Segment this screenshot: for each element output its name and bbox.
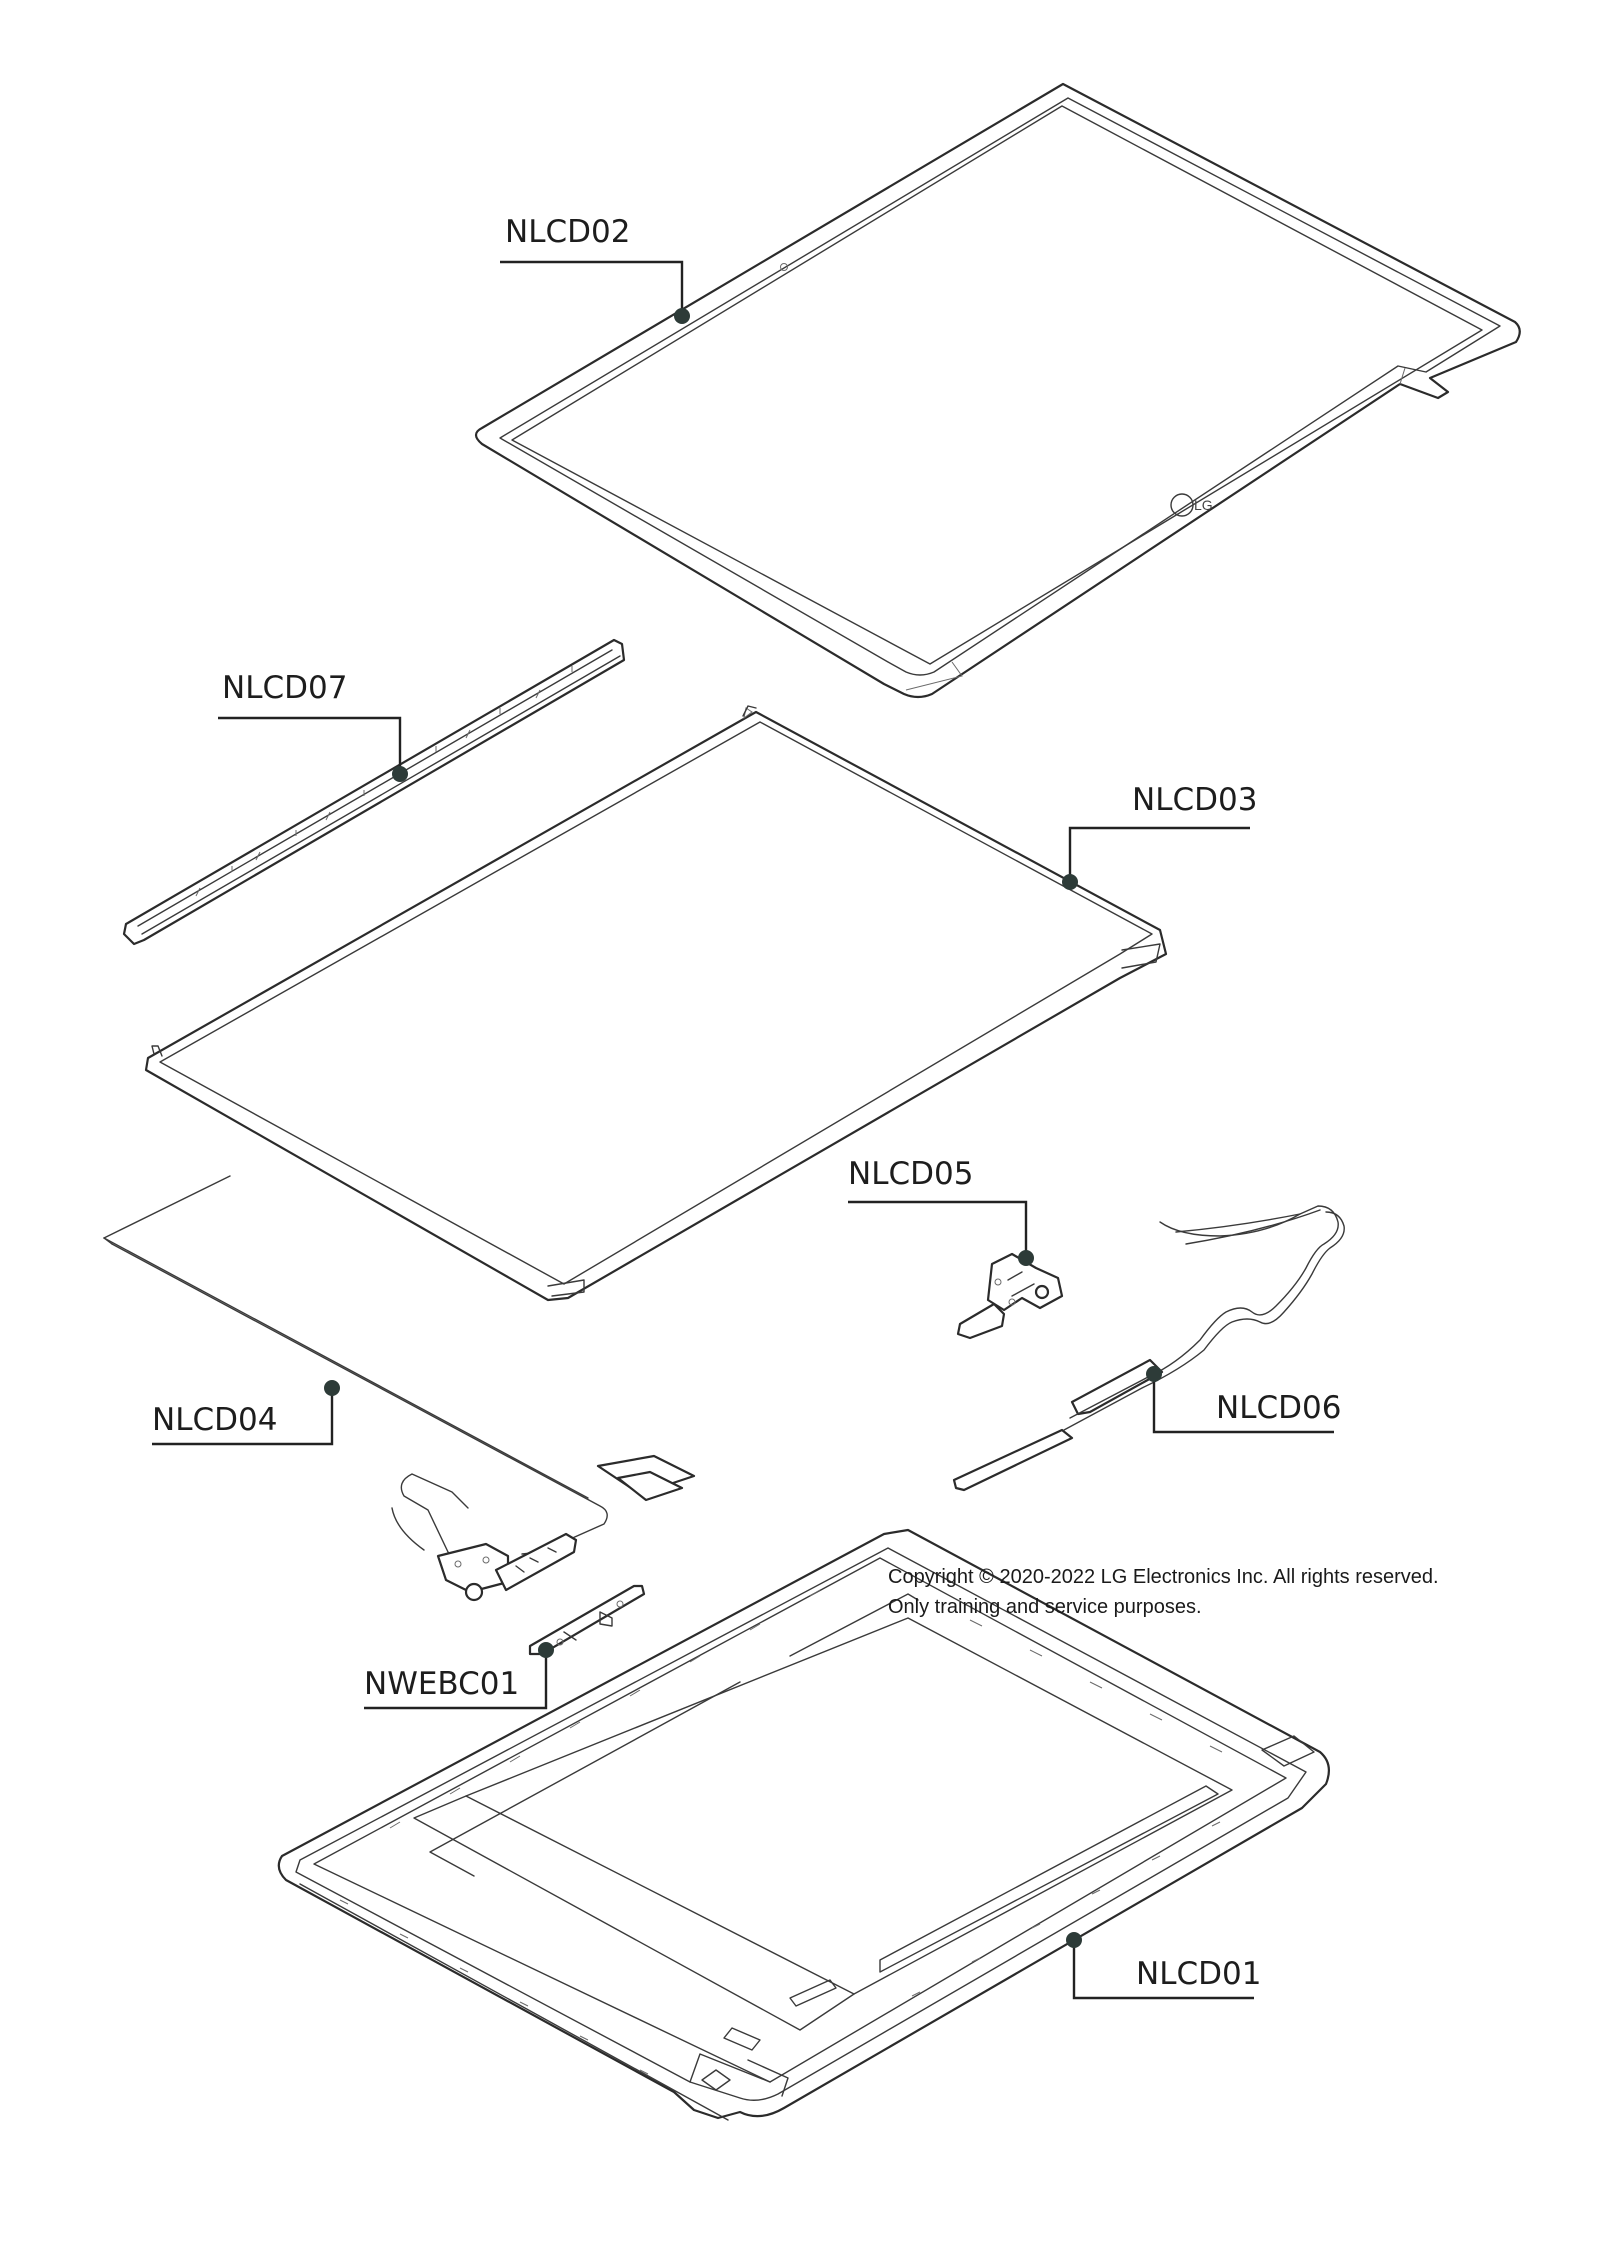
copyright-line: Copyright © 2020-2022 LG Electronics Inc…	[888, 1566, 1439, 1588]
lg-logo: LG	[1170, 493, 1213, 517]
callout-dot	[392, 766, 408, 782]
lg-logo-text: LG	[1194, 497, 1213, 513]
callout-label-nlcd05: NLCD05	[848, 1156, 973, 1192]
part-lcd-panel	[144, 705, 1168, 1302]
part-antenna	[952, 1205, 1345, 1492]
callout-label-nlcd04: NLCD04	[152, 1402, 277, 1438]
callout-nlcd06: NLCD06	[1146, 1366, 1341, 1434]
part-left-hinge	[436, 1532, 578, 1602]
callout-nlcd01: NLCD01	[1066, 1932, 1261, 2000]
callout-dot	[1146, 1366, 1162, 1382]
callout-dot	[1018, 1250, 1034, 1266]
callout-nlcd04: NLCD04	[152, 1380, 340, 1446]
callout-nlcd07: NLCD07	[218, 670, 408, 782]
callout-dot	[324, 1380, 340, 1396]
part-rear-cover	[277, 1528, 1331, 2121]
callout-nwebc01: NWEBC01	[364, 1642, 554, 1710]
callout-label-nlcd06: NLCD06	[1216, 1390, 1341, 1426]
callout-nlcd05: NLCD05	[848, 1156, 1034, 1266]
callout-dot	[674, 308, 690, 324]
callout-label-nlcd01: NLCD01	[1136, 1956, 1261, 1992]
part-hinge-cover	[122, 638, 626, 946]
part-lvds-cable	[103, 1175, 696, 1591]
callout-label-nlcd02: NLCD02	[505, 214, 630, 250]
callout-label-nwebc01: NWEBC01	[364, 1666, 519, 1702]
callout-nlcd02: NLCD02	[500, 214, 690, 324]
copyright-notice: Copyright © 2020-2022 LG Electronics Inc…	[888, 1562, 1528, 1622]
callout-label-nlcd03: NLCD03	[1132, 782, 1257, 818]
callout-label-nlcd07: NLCD07	[222, 670, 347, 706]
part-right-hinge	[956, 1252, 1064, 1340]
callout-dot	[1062, 874, 1078, 890]
usage-notice-line: Only training and service purposes.	[888, 1596, 1202, 1618]
callout-dot	[1066, 1932, 1082, 1948]
callout-dot	[538, 1642, 554, 1658]
callout-nlcd03: NLCD03	[1062, 782, 1257, 890]
part-front-bezel: LG	[474, 82, 1521, 699]
